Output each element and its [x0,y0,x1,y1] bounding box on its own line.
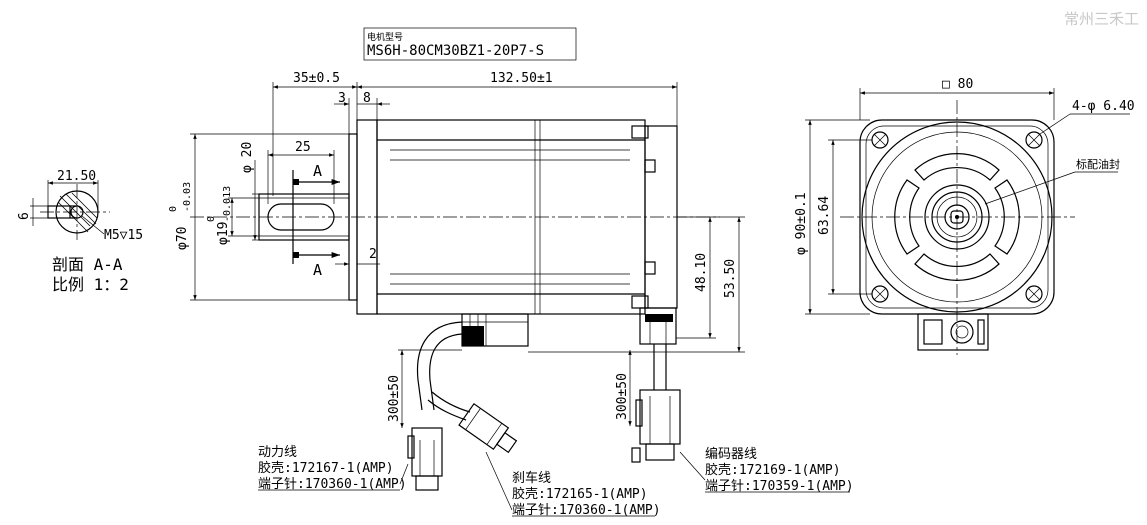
power-title: 动力线 [258,445,297,460]
oil-seal-label: 标配油封 [1076,157,1120,171]
encoder-title: 编码器线 [705,447,757,462]
section-arrow-a-bottom: A [313,261,322,279]
encoder-cable-label: 编码器线 胶壳:172169-1(AMP) 端子针:170359-1(AMP) [679,447,854,494]
front-view: □ 80 4-φ 6.40 标配油封 φ 90±0.1 63.64 [794,77,1135,355]
dim-key-width: φ 20 [240,142,255,173]
dim-flange-offset: 35±0.5 [293,71,340,86]
dim-pcd: φ 90±0.1 [794,192,809,255]
encoder-shell: 胶壳:172169-1(AMP) [705,462,841,478]
dim-spigot-lower: -0.03 [182,182,193,212]
model-caption: 电机型号 [367,31,403,43]
dim-cable-left: 300±50 [387,375,402,422]
section-width-label: 21.50 [57,169,96,184]
dim-cable-right: 300±50 [615,373,630,420]
dim-shaft-lower: -0.013 [222,186,233,222]
power-shell: 胶壳:172167-1(AMP) [258,460,394,476]
dim-connector-48: 48.10 [694,253,709,292]
dim-flange-3: 3 [338,91,346,106]
dim-body-length: 132.50±1 [490,71,553,86]
model-number: MS6H-80CM30BZ1-20P7-S [367,43,544,59]
dim-key-length: 25 [295,140,311,155]
section-title: 剖面 A-A [52,255,123,274]
dim-holes: 4-φ 6.40 [1072,99,1135,114]
section-arrow-a-top: A [313,162,322,180]
side-dimensions: 35±0.5 132.50±1 3 8 25 φ 20 φ19 0 -0.013… [168,71,745,428]
dim-spigot-upper: 0 [168,206,179,212]
power-cable-label: 动力线 胶壳:172167-1(AMP) 端子针:170360-1(AMP) [258,445,409,492]
dim-connector-53: 53.50 [723,259,738,298]
section-scale: 比例 1：2 [52,275,129,294]
watermark: 常州三禾工 [1063,10,1139,28]
brake-title: 刹车线 [512,470,551,486]
dim-shaft-upper: 0 [206,216,217,222]
model-box: 电机型号 MS6H-80CM30BZ1-20P7-S [363,27,577,61]
thread-label: M5▽15 [104,228,143,243]
dim-flange-8: 8 [363,91,371,106]
brake-shell: 胶壳:172165-1(AMP) [512,486,648,502]
brake-pin: 端子针:170360-1(AMP) [512,503,661,518]
dim-inner: 63.64 [817,196,832,235]
dim-gap-2: 2 [369,247,377,262]
section-view: 21.50 6 M5▽15 剖面 A-A 比例 1：2 [17,169,143,294]
brake-cable-label: 刹车线 胶壳:172165-1(AMP) 端子针:170360-1(AMP) [485,451,661,518]
section-6-label: 6 [17,212,32,220]
encoder-pin: 端子针:170359-1(AMP) [705,479,854,494]
power-pin: 端子针:170360-1(AMP) [258,477,407,492]
dim-spigot-dia: φ70 [175,227,190,250]
side-view: A A [190,119,720,491]
dim-shaft-dia: φ19 [216,222,231,245]
dim-square-80: □ 80 [942,77,973,92]
